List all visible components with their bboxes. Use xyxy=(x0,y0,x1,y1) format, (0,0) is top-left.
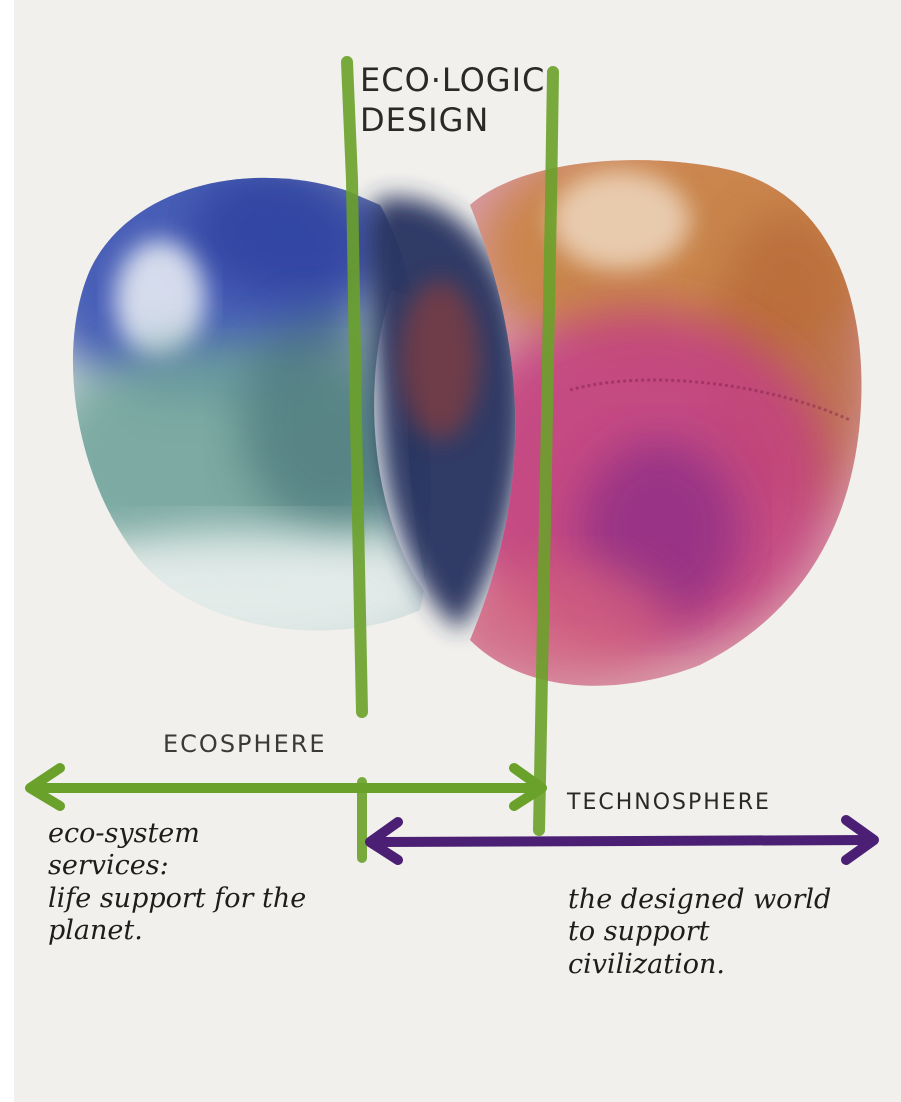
ecosphere-description: eco-system services: life support for th… xyxy=(48,818,306,948)
technosphere-arrow xyxy=(370,820,874,860)
diagram-title: ECO·LOGIC DESIGN xyxy=(360,60,545,140)
ecosphere-arrow xyxy=(30,768,542,806)
technosphere-description: the designed world to support civilizati… xyxy=(568,884,831,981)
technosphere-label: TECHNOSPHERE xyxy=(567,790,771,815)
ecosphere-label: ECOSPHERE xyxy=(163,730,327,758)
